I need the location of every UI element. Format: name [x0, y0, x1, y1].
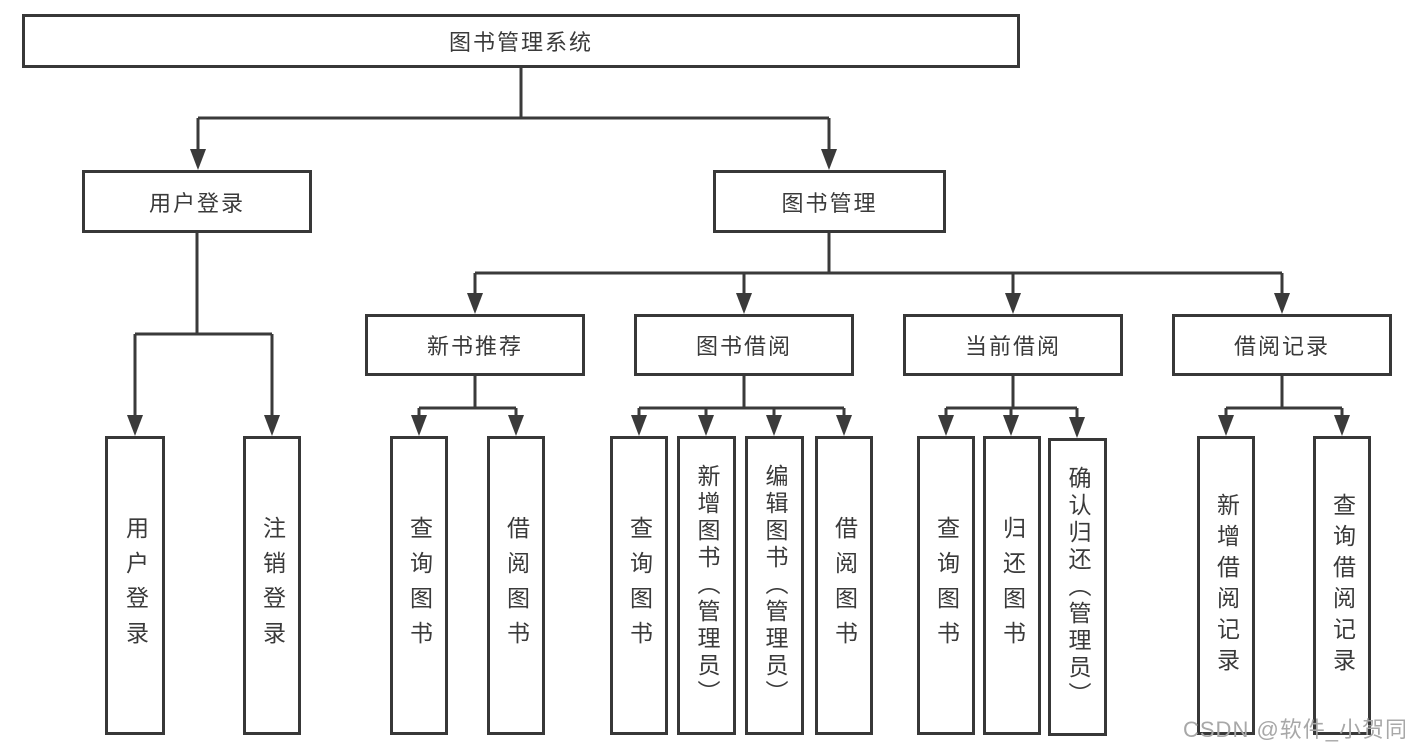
leaf-borrow-book-recommend: 借阅图书	[487, 436, 545, 735]
leaf-confirm-return-admin: 确认归还（管理员）	[1048, 438, 1107, 736]
leaf-query-book-borrow: 查询图书	[610, 436, 668, 735]
node-new-book-recommend: 新书推荐	[365, 314, 585, 376]
leaf-query-book-current: 查询图书	[917, 436, 975, 735]
leaf-add-book-admin: 新增图书（管理员）	[677, 436, 736, 735]
node-user-login: 用户登录	[82, 170, 312, 233]
leaf-user-login: 用户登录	[105, 436, 165, 735]
leaf-query-book-recommend: 查询图书	[390, 436, 448, 735]
arrowheads	[127, 149, 1350, 438]
watermark: CSDN @软件_小贺同学	[1183, 717, 1405, 742]
leaf-logout: 注销登录	[243, 436, 301, 735]
leaf-borrow-book: 借阅图书	[815, 436, 873, 735]
leaf-return-book: 归还图书	[983, 436, 1041, 735]
leaf-add-borrow-record: 新增借阅记录	[1197, 436, 1255, 735]
node-root: 图书管理系统	[22, 14, 1020, 68]
leaf-edit-book-admin: 编辑图书（管理员）	[745, 436, 804, 735]
node-borrow-record: 借阅记录	[1172, 314, 1392, 376]
node-current-borrow: 当前借阅	[903, 314, 1123, 376]
node-book-borrow: 图书借阅	[634, 314, 854, 376]
node-book-management: 图书管理	[713, 170, 946, 233]
leaf-query-borrow-record: 查询借阅记录	[1313, 436, 1371, 735]
